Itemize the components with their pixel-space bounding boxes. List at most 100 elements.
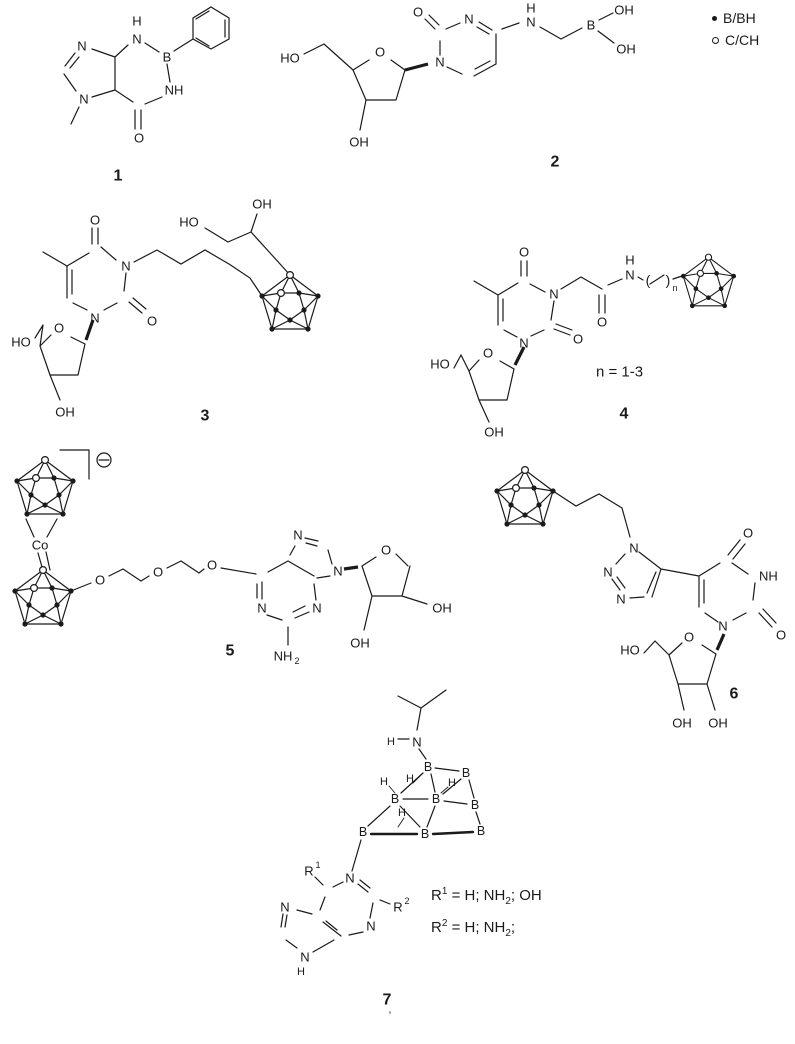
r1-def-sup: 1 (441, 886, 448, 897)
atom-label-ho: HO (430, 357, 450, 372)
atom-label-h: H (398, 807, 406, 819)
negative-charge-icon (96, 452, 112, 468)
atom-label-nh: NH (274, 649, 293, 664)
atom-label-o: O (684, 630, 694, 645)
stray-mark: ’ (389, 1010, 391, 1022)
r2-def-sub: 2 (505, 928, 511, 939)
atom-label-n: N (90, 311, 99, 326)
structure-1: H N B NH O N N 1 (15, 2, 250, 197)
legend-item-b: B/BH (712, 10, 759, 26)
atom-label-n: N (293, 528, 302, 543)
atom-label-o: O (147, 314, 157, 329)
atom-label-o: O (413, 5, 423, 20)
carborane-cage (493, 466, 557, 528)
atom-label-h: H (132, 14, 141, 29)
r2-def-mid: = H; NH (447, 919, 506, 936)
carborane-cage (13, 456, 77, 518)
atom-label-n: N (549, 287, 558, 302)
atom-label-n: N (625, 268, 634, 283)
structure-2: HO O OH N O N H N B OH OH 2 (268, 0, 708, 180)
atom-label-ho: HO (179, 215, 199, 230)
atom-label-n: N (616, 592, 625, 607)
structure-1-drawing: H N B NH O N N 1 (63, 6, 230, 185)
atom-label-n: N (77, 39, 86, 54)
r2-def-sup: 2 (441, 918, 448, 929)
atom-label-nh: NH (165, 83, 184, 98)
atom-label-o: O (95, 573, 105, 588)
r2-definition: R2 = H; NH2; (431, 918, 515, 939)
r1-def-mid: = H; NH (447, 887, 506, 904)
structure-4-bonds (453, 260, 683, 423)
atom-label-nh-sub: 2 (294, 656, 299, 666)
atom-label-oh: OH (55, 405, 75, 420)
structure-3: O N O N OH HO HO O OH 3 (5, 182, 355, 437)
atom-label-n: N (629, 541, 638, 556)
atom-label-h: H (387, 736, 395, 748)
r2-def-base: R (431, 919, 442, 936)
compound-6-label: 6 (730, 686, 739, 703)
r2-substituent-label: R (393, 900, 402, 915)
atom-label-n: N (132, 32, 141, 47)
atom-label-n: N (312, 601, 321, 616)
legend: B/BH C/CH (712, 10, 759, 54)
r2-substituent-sup: 2 (404, 896, 409, 906)
atom-label-co: Co (32, 538, 49, 553)
atom-label-o: O (375, 45, 385, 60)
atom-label-h: H (297, 966, 305, 978)
atom-label-n: N (519, 336, 528, 351)
n-range-text: n = 1-3 (596, 364, 643, 381)
atom-label-n: N (79, 92, 88, 107)
atom-label-b: B (359, 825, 367, 839)
structure-7: H N B B B B B B B B H H H H R 1 R 2 N N … (235, 680, 580, 1035)
atom-label-b: B (471, 798, 479, 812)
structure-2-bonds (303, 12, 615, 131)
atom-label-o: O (519, 245, 529, 260)
compound-4-label: 4 (620, 406, 629, 423)
atom-label-ho: HO (280, 51, 300, 66)
structure-3-bonds (34, 213, 291, 401)
structure-6-bonds (552, 490, 777, 711)
legend-label-b: B/BH (723, 10, 756, 26)
atom-label-n: N (718, 619, 727, 634)
atom-label-o: O (134, 131, 144, 146)
r1-substituent-sup: 1 (315, 860, 320, 870)
compound-2-label: 2 (551, 154, 560, 171)
atom-label-oh: OH (672, 716, 692, 731)
atom-label-o: O (381, 543, 391, 558)
structure-7-drawing: H N B B B B B B B B H H H H R 1 R 2 N N … (280, 689, 485, 1022)
r1-def-tail: ; OH (510, 887, 542, 904)
r1-def-sub: 2 (505, 896, 511, 907)
atom-label-n: N (345, 871, 354, 886)
atom-label-o: O (54, 321, 64, 336)
structure-4-drawing: O N O N O H N ( ) n n = 1-3 HO O OH 4 (430, 245, 737, 440)
compound-1-label: 1 (114, 168, 123, 185)
atom-label-oh: OH (708, 716, 728, 731)
atom-label-o: O (573, 332, 583, 347)
atom-label-n: N (121, 259, 130, 274)
open-dot-icon (712, 36, 719, 44)
atom-label-nh: NH (759, 569, 778, 584)
legend-label-c: C/CH (725, 32, 760, 48)
atom-label-o: O (597, 315, 607, 330)
legend-item-c: C/CH (712, 32, 759, 48)
atom-label-oh: OH (350, 636, 370, 651)
atom-label-n: N (300, 950, 309, 965)
paren-subscript-n: n (672, 283, 677, 293)
structure-5-bonds (25, 449, 428, 646)
structure-6: N N N O NH O N HO O OH OH 6 (478, 448, 795, 763)
r2-def-tail: ; (510, 919, 516, 936)
paren-close: ) (666, 272, 671, 288)
atom-label-h: H (625, 253, 634, 268)
filled-dot-icon (712, 15, 717, 21)
atom-label-oh: OH (432, 601, 452, 616)
atom-label-b: B (477, 824, 485, 838)
r1-def-base: R (431, 887, 442, 904)
atom-label-oh: OH (349, 135, 369, 150)
atom-label-b: B (462, 766, 470, 780)
atom-label-n: N (526, 15, 535, 30)
atom-label-o: O (776, 628, 786, 643)
atom-label-h: H (526, 1, 535, 16)
atom-label-n: N (412, 735, 421, 750)
carborane-cage (11, 565, 75, 628)
